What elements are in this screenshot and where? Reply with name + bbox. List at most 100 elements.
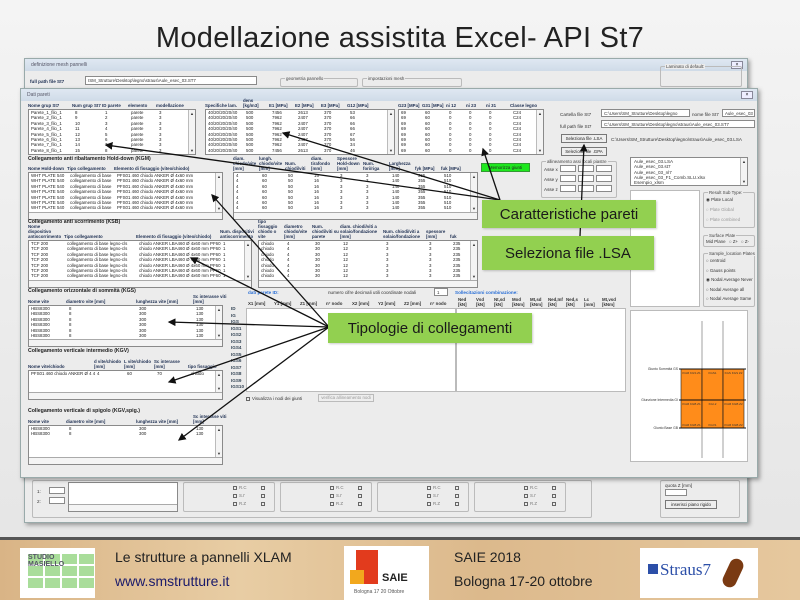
select-lsa-button[interactable]: Seleziona file .LSA: [561, 134, 607, 143]
wall-id-item[interactable]: IGS9: [231, 377, 242, 383]
checkbox[interactable]: [552, 501, 558, 506]
radio-option[interactable]: ○ Nodal Average Same: [706, 296, 751, 301]
wall-id-item[interactable]: IGS7: [231, 364, 242, 370]
axis-input[interactable]: [596, 165, 612, 172]
show-nodes-checkbox[interactable]: Visualizza i nodi dei giunti: [246, 396, 302, 401]
axis-input[interactable]: [596, 185, 612, 192]
radio-option[interactable]: ○ Z+: [729, 239, 738, 244]
radio-option[interactable]: ○ Plate Global: [706, 207, 734, 212]
file-list-item[interactable]: Aule_esec_03_F1_Comb.SLU.xlsx: [634, 174, 706, 180]
file-list-item[interactable]: Esempio_xlsm: [634, 180, 664, 186]
row-input-1[interactable]: [49, 487, 65, 494]
checkbox[interactable]: R.C: [427, 485, 441, 490]
checkbox[interactable]: [552, 493, 558, 498]
checkbox[interactable]: S.I': [427, 493, 439, 498]
axis-input[interactable]: [560, 185, 576, 192]
axis-input[interactable]: [578, 175, 594, 182]
checkbox[interactable]: R.C: [233, 485, 247, 490]
verify-nodes-button[interactable]: verifica allineamento nodi: [318, 394, 374, 402]
wall-id-item[interactable]: IGS4: [231, 345, 242, 350]
vertical-scrollbar[interactable]: [188, 110, 195, 155]
checkbox[interactable]: S.I': [524, 493, 536, 498]
file-list-item[interactable]: Aule_esec_03.LSA: [634, 159, 674, 164]
wall-id-item[interactable]: IGS10: [231, 384, 245, 389]
horizontal-scrollbar[interactable]: [29, 339, 222, 347]
wall-id-item[interactable]: ID: [231, 306, 236, 311]
wall-id-item[interactable]: IGS1: [231, 325, 242, 331]
radio-option[interactable]: ◉ Plate Local: [706, 197, 733, 203]
checkbox[interactable]: [261, 501, 267, 506]
folder-input[interactable]: C:\Users\SM_Strutture\Desktop\legno: [601, 109, 690, 117]
checkbox[interactable]: [261, 485, 267, 490]
horizontal-scrollbar[interactable]: [29, 392, 222, 399]
checkbox[interactable]: [358, 485, 364, 490]
full-path-input[interactable]: ISM_Strutture\Desktop\legno\straus\Aule_…: [85, 76, 257, 85]
vertical-scrollbar[interactable]: [215, 306, 222, 340]
checkbox[interactable]: [261, 493, 267, 498]
vertical-scrollbar[interactable]: [470, 241, 477, 280]
axis-input[interactable]: [560, 165, 576, 172]
decimals-input[interactable]: 1: [434, 288, 448, 296]
checkbox[interactable]: [455, 501, 461, 506]
quota-input[interactable]: [665, 489, 687, 496]
radio-option[interactable]: ○ Gauss points: [706, 268, 736, 273]
vertical-scrollbar[interactable]: [215, 426, 222, 457]
checkbox[interactable]: R.Z: [427, 501, 440, 506]
footer-url[interactable]: www.smstrutture.it: [115, 573, 230, 589]
wall-id-item[interactable]: IGS3: [231, 338, 242, 344]
axis-input[interactable]: [578, 165, 594, 172]
file-name-input[interactable]: Aule_esec_03: [722, 109, 755, 117]
axis-input[interactable]: [560, 175, 576, 182]
horizontal-scrollbar[interactable]: [29, 211, 222, 219]
checkbox[interactable]: R.Z: [524, 501, 537, 506]
memorizza-giunti-button[interactable]: Memorizza giunti: [481, 163, 530, 172]
vertical-scrollbar[interactable]: [215, 371, 222, 392]
horizontal-scrollbar[interactable]: [69, 504, 177, 511]
checkbox[interactable]: S.I': [330, 493, 342, 498]
file-list-item[interactable]: Aule_esec_03_nl7: [634, 169, 672, 175]
vertical-scrollbar[interactable]: [215, 173, 222, 212]
checkbox[interactable]: [552, 485, 558, 490]
full-path-st7-input[interactable]: C:\Users\SM_Strutture\Desktop\legno\stra…: [601, 120, 755, 128]
